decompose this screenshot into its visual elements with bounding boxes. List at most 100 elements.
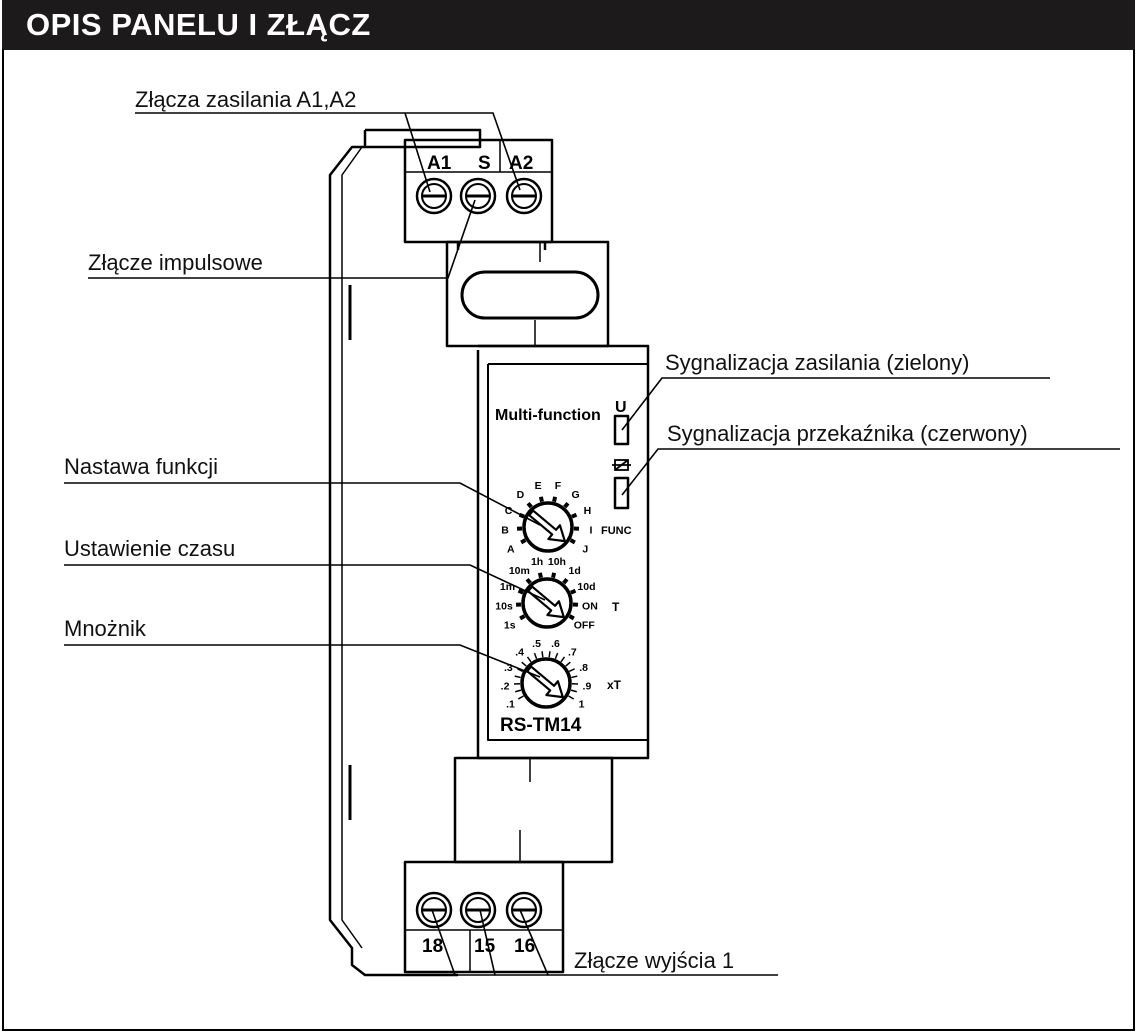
multiplier-dial[interactable]: .1.2.3.4.5.6.7.8.91 (501, 638, 592, 710)
time-dial-tick-label: 10s (495, 601, 513, 613)
multiplier-dial-tick-label: .2 (501, 680, 510, 692)
time-dial-tick-label: 10m (509, 565, 530, 577)
leader-power-a2 (135, 112, 521, 191)
function-dial-tick-label: I (589, 525, 592, 537)
leader-relay-led (621, 448, 1120, 496)
multiplier-dial-tick (541, 651, 544, 658)
multiplier-dial-tick-label: .9 (583, 680, 592, 692)
multiplier-dial-tick (517, 695, 524, 700)
callout-leaders (64, 112, 1120, 976)
callout-time-setting: Ustawienie czasu (64, 536, 235, 561)
leader-power-a1 (404, 112, 431, 193)
function-dial-tick (538, 496, 544, 503)
multiplier-dial-tick (521, 661, 527, 667)
function-dial-tick-label: F (555, 480, 562, 492)
multiplier-dial-tick (517, 668, 524, 673)
function-dial-tick-label: C (505, 505, 513, 517)
bottom-screws (415, 891, 543, 929)
callout-function-setting: Nastawa funkcji (64, 454, 218, 479)
function-dial-pointer-icon (528, 509, 566, 543)
front-panel-inner (487, 363, 648, 741)
terminal-a1-label: A1 (427, 153, 452, 174)
leader-power-led (621, 377, 1050, 431)
time-dial-tick (519, 614, 526, 621)
function-dial-tick-label: A (507, 544, 515, 556)
multiplier-dial-tick (568, 695, 575, 700)
top-screw-2 (505, 177, 543, 215)
oval-window (460, 270, 600, 320)
model-label: RS-TM14 (500, 715, 582, 736)
time-dial-tick (570, 588, 577, 595)
leader-multiplier (64, 644, 541, 678)
time-dial-tick (551, 572, 557, 579)
func-label: FUNC (601, 525, 632, 537)
multiplier-dial-tick-label: .6 (551, 638, 560, 650)
t-label: T (612, 600, 620, 614)
multiplier-dial-tick-label: .8 (579, 662, 588, 674)
multiplier-dial-tick (514, 675, 521, 679)
multiplier-dial-tick (526, 656, 532, 663)
function-dial-tick-label: J (582, 544, 588, 556)
time-dial-tick-label: 1d (569, 565, 581, 577)
multiplier-dial-tick-label: .5 (532, 638, 541, 650)
multiplier-dial-tick (560, 656, 566, 663)
bottom-screw-2 (505, 891, 543, 929)
leader-time (64, 564, 546, 601)
function-dial-tick (520, 538, 527, 545)
header-bar: OPIS PANELU I ZŁĄCZ (2, 0, 1135, 50)
callout-multiplier: Mnożnik (64, 616, 147, 641)
upper-clip-block (445, 240, 610, 348)
multiplier-dial-tick-label: .1 (506, 699, 515, 711)
time-dial-tick (537, 572, 543, 579)
time-dial-tick (568, 614, 575, 621)
function-dial-tick-label: H (584, 505, 592, 517)
function-dial-tick-label: G (572, 489, 580, 501)
terminal-15-label: 15 (474, 936, 496, 957)
callout-impulse-terminal: Złącze impulsowe (88, 250, 263, 275)
callout-output-terminals: Złącze wyjścia 1 (574, 948, 734, 973)
multiplier-dial-pointer-icon (526, 665, 564, 699)
multiplier-dial-tick (554, 652, 559, 660)
function-dial-tick (563, 501, 570, 509)
terminal-18-label: 18 (422, 936, 443, 957)
time-dial-tick (517, 588, 524, 595)
time-dial-tick-label: 10d (577, 581, 595, 593)
bottom-terminal-block (403, 860, 565, 974)
time-dial-tick-label: ON (582, 601, 598, 613)
function-dial-tick (552, 496, 558, 503)
bottom-screw-1 (459, 891, 497, 929)
time-dial-tick (525, 577, 532, 585)
top-screws (415, 177, 543, 215)
multiplier-dial-tick (565, 661, 571, 667)
relay-led-window (613, 476, 630, 510)
multiplier-dial-tick (568, 668, 575, 673)
multiplier-dial-tick-label: .4 (515, 647, 524, 659)
leader-function (64, 482, 541, 526)
multiplier-dial-tick (548, 651, 551, 658)
multiplier-dial-tick (533, 652, 538, 660)
terminal-16-label: 16 (514, 936, 535, 957)
callout-power-terminals: Złącza zasilania A1,A2 (135, 87, 356, 112)
function-dial-tick-label: B (501, 525, 509, 537)
power-led-window (613, 414, 630, 446)
function-dial-tick (526, 501, 533, 509)
leader-output-18 (431, 909, 495, 976)
time-dial-tick (562, 577, 569, 585)
diagram-frame (2, 49, 1135, 1031)
relay-symbol-icon (612, 459, 631, 471)
multiplier-dial-tick-label: .7 (568, 647, 577, 659)
housing-inner-edge (341, 146, 363, 949)
xt-label: xT (607, 678, 622, 692)
housing-outline (328, 128, 482, 977)
lower-clip-block (453, 756, 614, 864)
top-screw-0 (415, 177, 453, 215)
function-dial-tick (571, 512, 578, 519)
function-dial-tick (569, 538, 576, 545)
leader-impulse (88, 199, 476, 279)
function-dial-tick-label: E (535, 480, 542, 492)
callout-relay-led: Sygnalizacja przekaźnika (czerwony) (667, 421, 1028, 446)
callout-power-led: Sygnalizacja zasilania (zielony) (665, 350, 969, 375)
